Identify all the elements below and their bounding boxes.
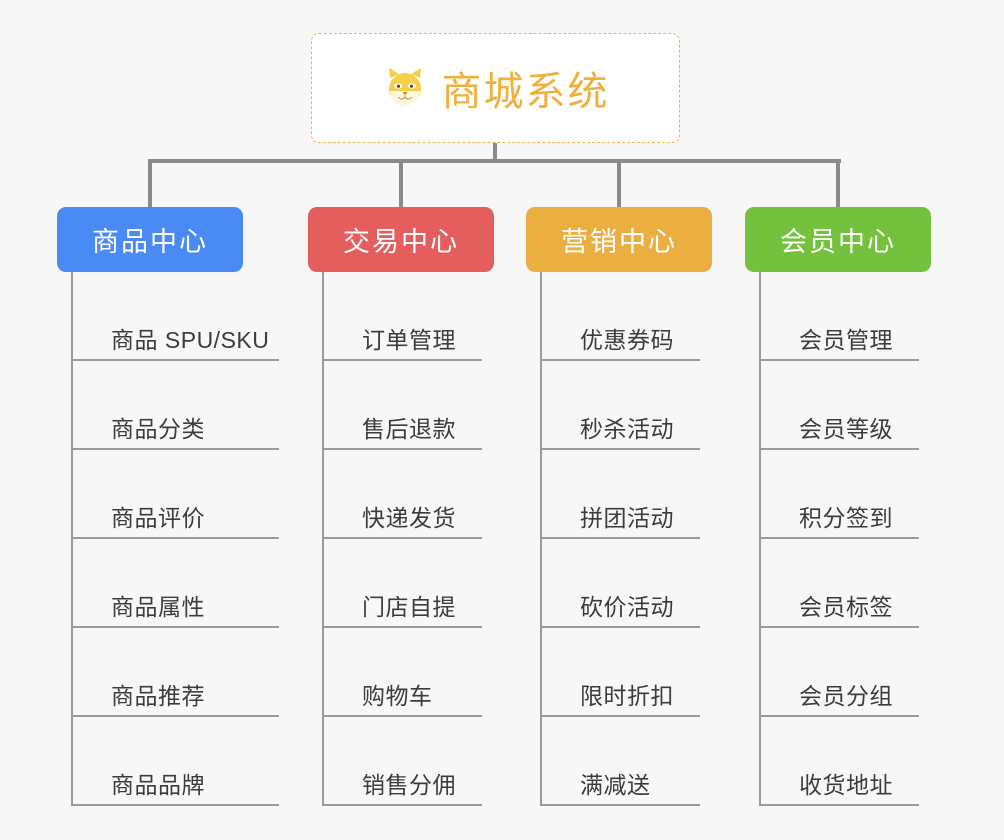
stem-trade-center [399,159,403,209]
leaf-item[interactable]: 会员管理 [759,272,919,361]
leaf-underline [759,448,919,450]
leaf-item[interactable]: 商品属性 [71,539,279,628]
leaf-label: 会员等级 [799,416,893,442]
leaf-underline [322,537,482,539]
leaf-item[interactable]: 拼团活动 [540,450,700,539]
leaf-underline [759,715,919,717]
leaf-item[interactable]: 商品分类 [71,361,279,450]
leaf-underline [759,804,919,806]
leaf-label: 订单管理 [362,327,456,353]
horizontal-connector-bar [149,159,841,163]
leaf-item[interactable]: 商品 SPU/SKU [71,272,279,361]
leaf-label: 门店自提 [362,594,456,620]
spine-trade-center [322,272,324,806]
leaf-item[interactable]: 收货地址 [759,717,919,806]
root-title: 商城系统 [441,70,610,114]
category-box-product-center[interactable]: 商品中心 [57,207,243,272]
leaf-item[interactable]: 会员分组 [759,628,919,717]
leaf-underline [540,448,700,450]
leaf-item[interactable]: 购物车 [322,628,482,717]
leaf-item[interactable]: 限时折扣 [540,628,700,717]
leaf-label: 限时折扣 [580,683,674,709]
leaf-label: 购物车 [362,683,433,709]
leaf-label: 快递发货 [362,505,456,531]
leaf-item[interactable]: 商品推荐 [71,628,279,717]
stem-member-center [836,159,840,209]
leaf-underline [540,804,700,806]
leaf-underline [71,804,279,806]
leaf-underline [71,626,279,628]
leaf-underline [322,804,482,806]
leaf-item[interactable]: 快递发货 [322,450,482,539]
leaf-underline [759,359,919,361]
leaf-label: 商品推荐 [111,683,205,709]
category-label: 商品中心 [92,227,208,257]
leaf-label: 售后退款 [362,416,456,442]
category-box-trade-center[interactable]: 交易中心 [308,207,494,272]
leaf-underline [322,359,482,361]
spine-member-center [759,272,761,806]
leaf-label: 销售分佣 [362,772,456,798]
leaf-item[interactable]: 商品品牌 [71,717,279,806]
spine-product-center [71,272,73,806]
leaf-item[interactable]: 商品评价 [71,450,279,539]
leaf-underline [71,537,279,539]
leaf-item[interactable]: 售后退款 [322,361,482,450]
leaf-label: 拼团活动 [580,505,674,531]
leaf-item[interactable]: 门店自提 [322,539,482,628]
leaf-underline [540,626,700,628]
leaf-label: 收货地址 [799,772,893,798]
leaf-item[interactable]: 秒杀活动 [540,361,700,450]
leaf-underline [322,715,482,717]
leaf-underline [322,448,482,450]
spine-marketing-center [540,272,542,806]
leaf-underline [71,359,279,361]
leaf-label: 商品评价 [111,505,205,531]
leaf-item[interactable]: 会员等级 [759,361,919,450]
root-stem [493,143,497,162]
leaf-underline [759,626,919,628]
leaf-underline [71,448,279,450]
leaf-item[interactable]: 满减送 [540,717,700,806]
leaf-label: 商品分类 [111,416,205,442]
leaf-underline [540,715,700,717]
leaf-label: 秒杀活动 [580,416,674,442]
leaf-label: 优惠券码 [580,327,674,353]
leaf-item[interactable]: 砍价活动 [540,539,700,628]
leaf-label: 会员标签 [799,594,893,620]
leaf-label: 满减送 [580,772,651,798]
leaf-label: 积分签到 [799,505,893,531]
leaf-underline [71,715,279,717]
category-label: 营销中心 [561,227,677,257]
leaf-item[interactable]: 订单管理 [322,272,482,361]
leaf-label: 会员分组 [799,683,893,709]
leaf-underline [540,537,700,539]
leaf-label: 商品 SPU/SKU [111,327,270,353]
leaf-label: 砍价活动 [580,594,674,620]
category-label: 会员中心 [780,227,896,257]
shiba-dog-face-icon [382,65,428,111]
leaf-item[interactable]: 优惠券码 [540,272,700,361]
leaf-label: 商品品牌 [111,772,205,798]
leaf-underline [759,537,919,539]
leaf-item[interactable]: 积分签到 [759,450,919,539]
category-box-marketing-center[interactable]: 营销中心 [526,207,712,272]
leaf-label: 商品属性 [111,594,205,620]
leaf-underline [540,359,700,361]
leaf-item[interactable]: 销售分佣 [322,717,482,806]
leaf-label: 会员管理 [799,327,893,353]
leaf-underline [322,626,482,628]
stem-marketing-center [617,159,621,209]
stem-product-center [148,159,152,209]
category-label: 交易中心 [343,227,459,257]
leaf-item[interactable]: 会员标签 [759,539,919,628]
category-box-member-center[interactable]: 会员中心 [745,207,931,272]
root-node[interactable]: 商城系统 [311,33,680,143]
